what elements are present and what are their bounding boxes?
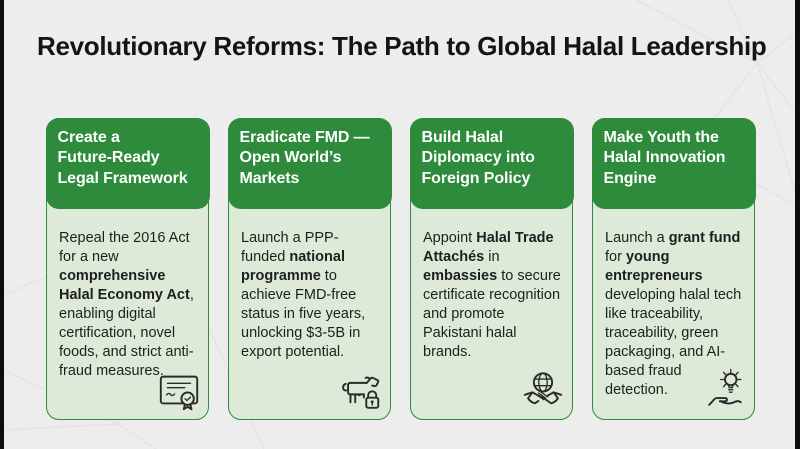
- card-header: Eradicate FMD — Open World’s Markets: [227, 117, 392, 209]
- left-edge-bar: [0, 0, 4, 449]
- card-title: Make Youth the Halal Innovation Engine: [603, 128, 726, 188]
- reform-card: Eradicate FMD — Open World’s Markets Lau…: [227, 117, 392, 420]
- card-header: Create a Future-Ready Legal Framework: [45, 117, 210, 209]
- reform-card: Make Youth the Halal Innovation Engine L…: [591, 117, 756, 420]
- reform-card: Build Halal Diplomacy into Foreign Polic…: [409, 117, 574, 420]
- card-text: Repeal the 2016 Act for a new comprehens…: [59, 230, 194, 379]
- card-text: Launch a PPP-funded national programme t…: [241, 230, 366, 360]
- globe-handshake-icon: [520, 368, 566, 414]
- card-text: Launch a grant fund for young entreprene…: [605, 230, 742, 398]
- card-text: Appoint Halal Trade Attachés in embassie…: [423, 230, 561, 360]
- right-edge-bar: [795, 0, 800, 449]
- bulb-hand-icon: [702, 368, 748, 414]
- card-title: Build Halal Diplomacy into Foreign Polic…: [421, 128, 535, 188]
- slide-title: Revolutionary Reforms: The Path to Globa…: [37, 31, 767, 61]
- certificate-icon: [156, 368, 202, 414]
- card-title: Create a Future-Ready Legal Framework: [57, 128, 188, 188]
- cards-row: Create a Future-Ready Legal Framework Re…: [45, 117, 756, 420]
- card-header: Build Halal Diplomacy into Foreign Polic…: [409, 117, 574, 209]
- card-header: Make Youth the Halal Innovation Engine: [591, 117, 756, 209]
- card-title: Eradicate FMD — Open World’s Markets: [239, 128, 370, 188]
- cow-lock-icon: [338, 368, 384, 414]
- reform-card: Create a Future-Ready Legal Framework Re…: [45, 117, 210, 420]
